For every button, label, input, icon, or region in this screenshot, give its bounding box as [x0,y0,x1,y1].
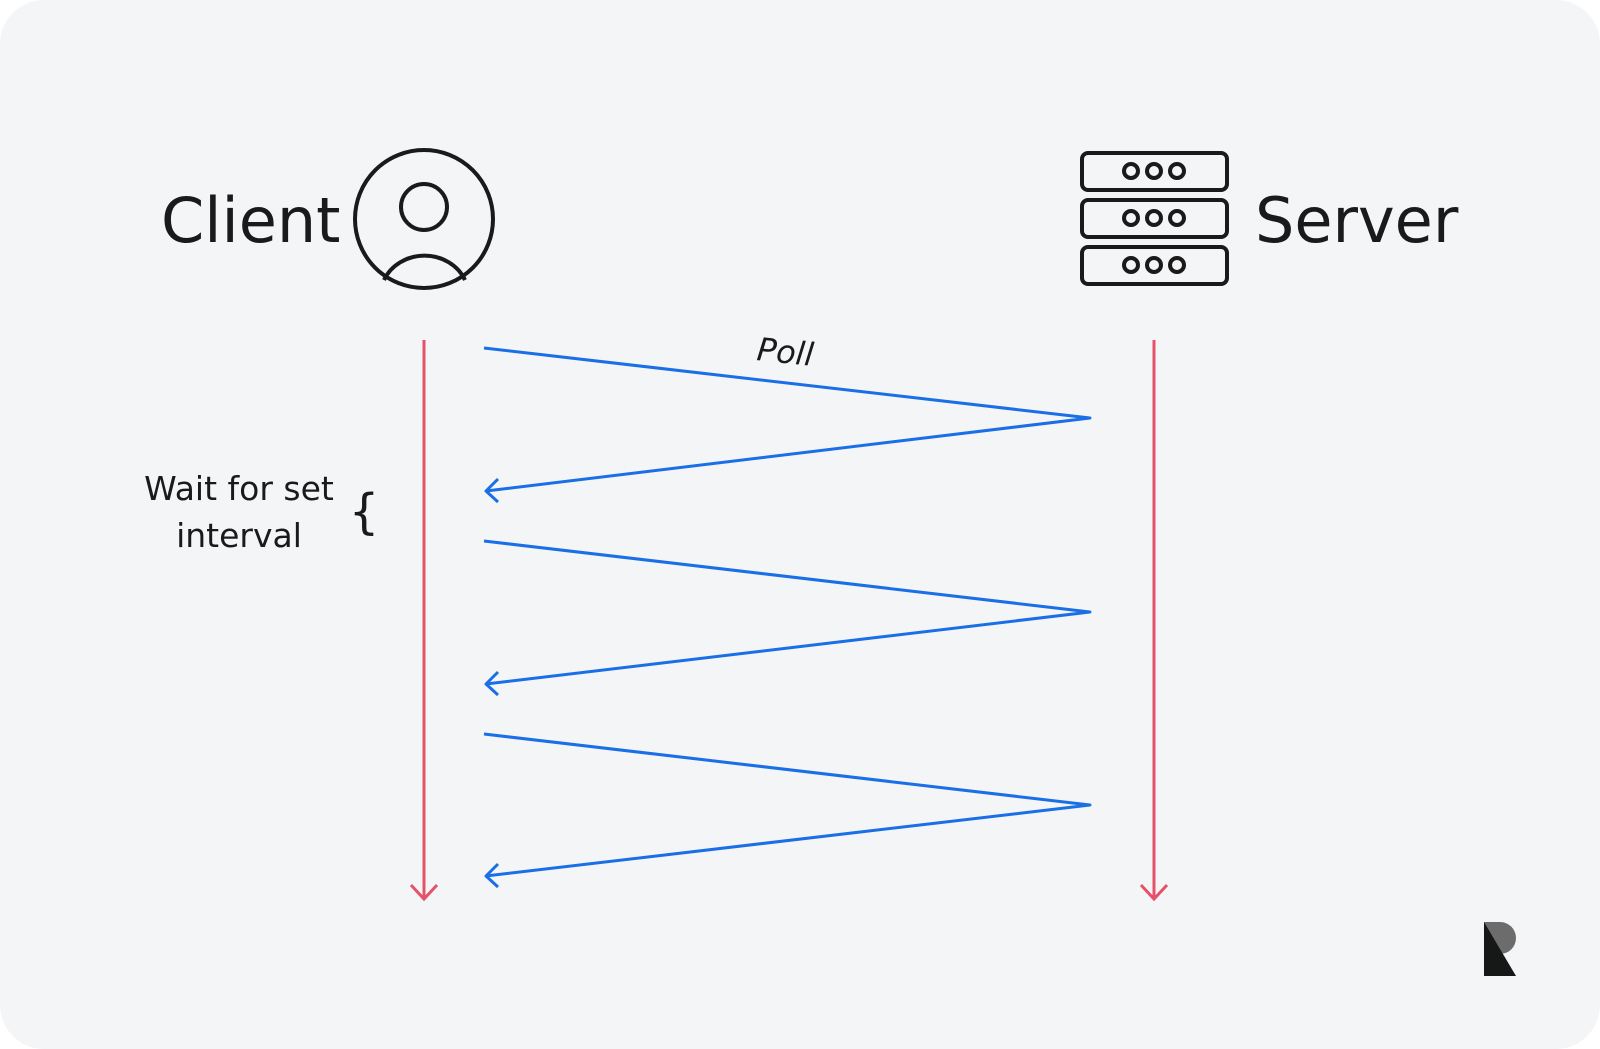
brand-logo-icon [1484,922,1516,976]
arrowhead-icon [409,883,439,902]
server-timeline [1139,340,1169,902]
poll-cycle-1 [483,346,1092,493]
poll-label: Poll [755,330,815,374]
user-circle-icon [353,148,495,290]
poll-messages [483,346,1092,889]
interval-brace: { [349,484,380,540]
server-rack-icon [1080,151,1229,286]
wait-label-line1: Wait for set [144,469,334,508]
poll-cycle-2 [483,539,1092,686]
response-arrowhead-icon [484,862,500,889]
response-arrowhead-icon [484,670,500,697]
arrowhead-icon [1139,883,1169,902]
response-arrowhead-icon [484,477,500,504]
client-timeline [409,340,439,902]
server-label: Server [1255,184,1459,257]
wait-label-line2: interval [176,516,302,555]
client-label: Client [161,184,341,257]
poll-cycle-3 [483,732,1092,878]
